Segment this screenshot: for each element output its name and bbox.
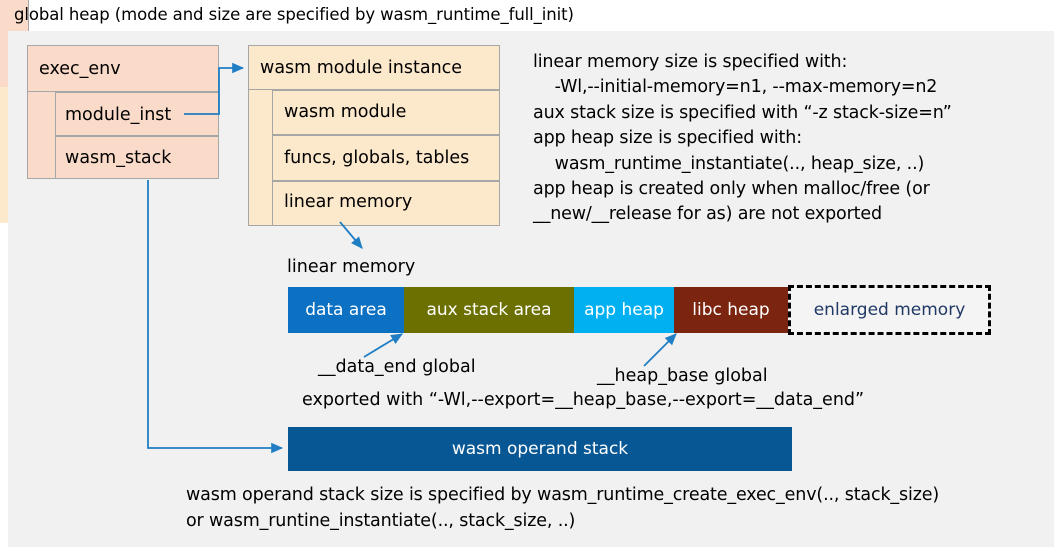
memory-segment-enlarged-memory: enlarged memory (788, 285, 991, 335)
annotation-exported-with: exported with “-Wl,--export=__heap_base,… (302, 390, 865, 410)
module-instance-row-wasm-module (272, 90, 500, 135)
module-instance-row-linear-memory (272, 181, 500, 226)
memory-segment-app-heap: app heap (574, 287, 674, 333)
exec-env-label: exec_env (39, 59, 121, 79)
linear-memory-caption: linear memory (287, 257, 416, 277)
linear-memory-row-label: linear memory (284, 192, 413, 212)
memory-segment-libc-heap: libc heap (674, 287, 788, 333)
page-title: global heap (mode and size are specified… (14, 5, 574, 24)
module-instance-row-funcs-globals-tables (272, 135, 500, 181)
memory-segment-data-area: data area (288, 287, 404, 333)
annotation-data-end-global: __data_end global (318, 357, 476, 377)
wasm-operand-stack-bar: wasm operand stack (288, 427, 792, 471)
wasm-module-label: wasm module (284, 102, 407, 122)
module-instance-header-cell (248, 45, 500, 90)
funcs-globals-tables-label: funcs, globals, tables (284, 148, 470, 168)
description-text: linear memory size is specified with: -W… (533, 52, 952, 225)
module-instance-label: wasm module instance (260, 58, 463, 78)
exec-env-row-wasm-stack (55, 136, 219, 179)
annotation-heap-base-global: __heap_base global (597, 366, 768, 386)
module-inst-label: module_inst (65, 105, 172, 125)
wasm-stack-label: wasm_stack (65, 148, 172, 168)
memory-segment-aux-stack-area: aux stack area (404, 287, 574, 333)
footer-text: wasm operand stack size is specified by … (186, 485, 940, 531)
